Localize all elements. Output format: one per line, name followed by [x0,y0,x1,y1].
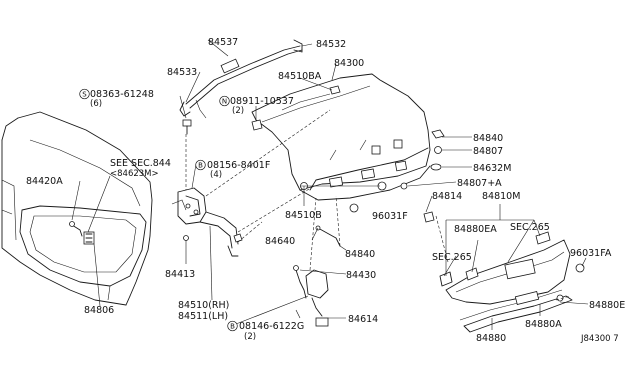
hinge-drawing [171,187,243,257]
lock-drawing [293,265,329,327]
label-84533: 84533 [167,67,197,78]
leader-lines [71,39,589,330]
label-84632m: 84632M [473,163,511,174]
torsion-rod-drawing [179,39,303,119]
svg-text:B: B [198,162,203,170]
label-sec265-left: SEC.265 [432,252,472,263]
nut-08911-drawing [251,119,263,131]
label-see-sec-844-sub: <84623M> [110,169,159,179]
label-08146-qty: (2) [244,332,256,342]
label-84840-top: 84840 [473,133,503,144]
label-84511: 84511(LH) [178,311,228,322]
label-84614: 84614 [348,314,378,325]
bolt-08363-drawing [182,119,192,135]
label-84510b: 84510B [285,210,322,221]
label-08911: 08911-10537 [230,96,294,107]
label-08156-qty: (4) [210,170,222,180]
label-08911-qty: (2) [232,106,244,116]
label-84806: 84806 [84,305,114,316]
label-see-sec-844: SEE SEC.844 [110,158,171,169]
label-84880: 84880 [476,333,506,344]
label-08363: 08363-61248 [90,89,154,100]
marker-s: S [79,88,90,100]
car-body-drawing [1,111,153,306]
diagram-code: J84300 7 [580,334,619,344]
marker-b-08156: B [195,159,206,171]
rod-84640-drawing [315,225,341,247]
dashed-alignment-lines [185,109,571,301]
finisher-panel-drawing [439,231,585,333]
marker-n: N [219,95,230,107]
label-84807a: 84807+A [457,178,502,189]
label-96031f: 96031F [372,211,408,222]
svg-text:N: N [222,98,227,106]
label-sec265-right: SEC.265 [510,222,550,233]
marker-b-08146: B [227,320,238,332]
label-08363-qty: (6) [90,99,102,109]
label-84510ba: 84510BA [278,71,322,82]
svg-text:S: S [82,91,87,99]
label-84814: 84814 [432,191,462,202]
label-84810m: 84810M [482,191,520,202]
label-84880a: 84880A [525,319,562,330]
label-84840-mid: 84840 [345,249,375,260]
label-08156: 08156-8401F [207,160,270,171]
label-84420a: 84420A [26,176,63,187]
label-84413: 84413 [165,269,195,280]
label-84532: 84532 [316,39,346,50]
label-84880e: 84880E [589,300,625,311]
label-84880ea: 84880EA [454,224,497,235]
clip-84510ba [329,85,341,95]
trunk-lid-drawing [251,73,431,201]
label-84640: 84640 [265,236,295,247]
label-96031fa: 96031FA [570,248,612,259]
label-84300: 84300 [334,58,364,69]
label-84537: 84537 [208,37,238,48]
label-84430: 84430 [346,270,376,281]
label-08146: 08146-6122G [239,321,304,332]
svg-text:B: B [230,323,235,331]
label-84807: 84807 [473,146,503,157]
label-84510: 84510(RH) [178,300,229,311]
